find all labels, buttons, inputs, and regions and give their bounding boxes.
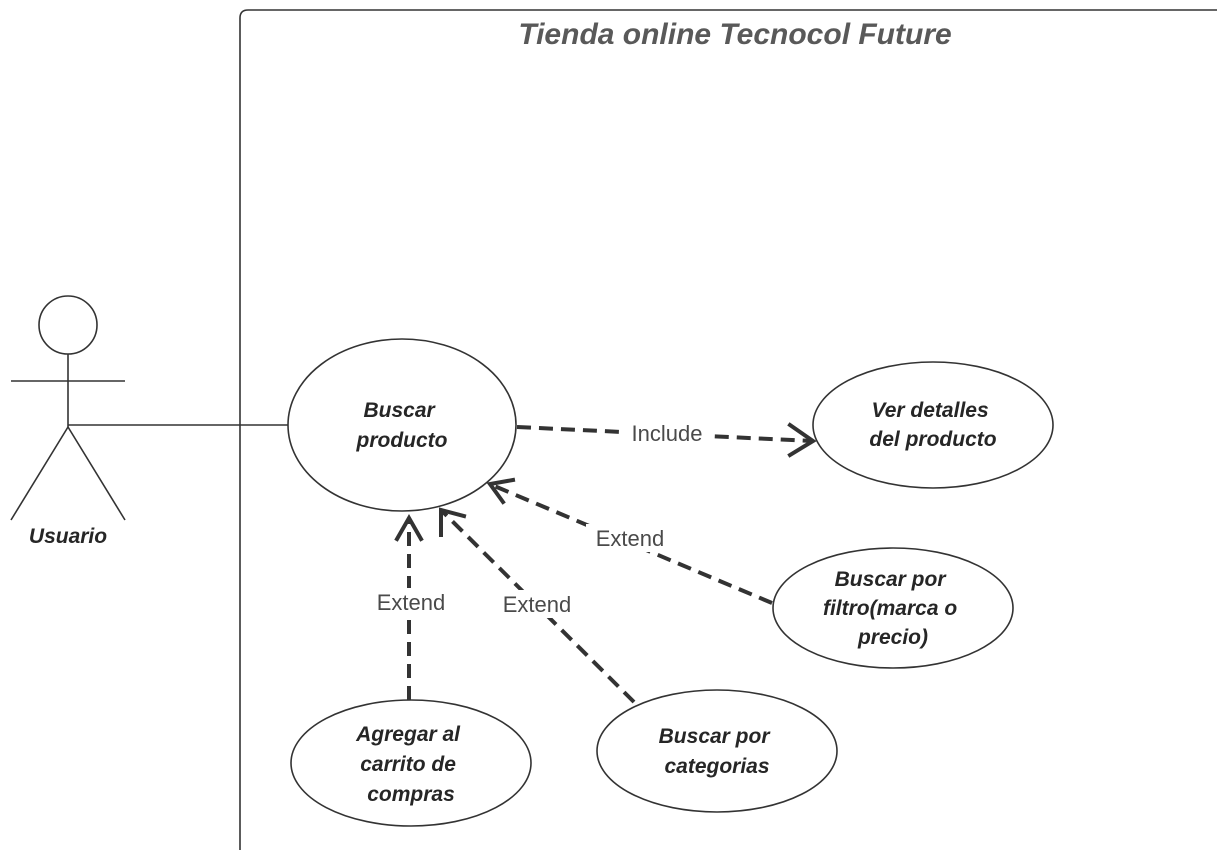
use-case-agregar-carrito-line1: Agregar al — [355, 723, 461, 746]
svg-text:Buscar producto: Buscar producto — [356, 399, 448, 452]
extend-categorias-label: Extend — [503, 592, 572, 617]
svg-text:Buscar por filtro(marca: Buscar por filtro(marca o precio) — [823, 568, 963, 649]
use-case-buscar-categorias-line1: Buscar por — [659, 725, 772, 748]
actor-left-leg — [10, 426, 69, 521]
use-case-agregar-carrito-line3: compras — [367, 783, 455, 806]
use-case-buscar-producto-line1: Buscar — [363, 399, 436, 422]
use-case-buscar-filtro[interactable]: Buscar por filtro(marca o precio) — [772, 547, 1014, 669]
use-case-buscar-categorias-shape — [596, 689, 838, 813]
use-case-ver-detalles-shape — [812, 361, 1054, 489]
use-case-ver-detalles[interactable]: Ver detalles del producto — [812, 361, 1054, 489]
actor-head — [38, 295, 98, 355]
extend-carrito-arrowhead — [394, 513, 424, 542]
actor-usuario: Usuario — [10, 295, 126, 548]
extend-carrito-label-bg — [367, 588, 455, 616]
extend-filtro-connector — [491, 483, 773, 605]
include-label: Include — [632, 421, 703, 446]
svg-text:Buscar por categorias: Buscar por categorias — [659, 725, 776, 778]
include-arrowhead — [787, 422, 817, 458]
use-case-ver-detalles-line2: del producto — [869, 428, 996, 451]
extend-filtro-label-bg — [586, 524, 674, 552]
actor-label: Usuario — [29, 525, 107, 548]
use-case-ver-detalles-line1: Ver detalles — [872, 399, 989, 422]
use-case-buscar-producto-line2: producto — [356, 429, 448, 452]
extend-filtro-arrowhead — [486, 477, 516, 505]
use-case-buscar-categorias[interactable]: Buscar por categorias — [596, 689, 838, 813]
use-case-buscar-filtro-shape — [772, 547, 1014, 669]
svg-text:Ver detalles del product: Ver detalles del producto — [869, 399, 996, 451]
svg-text:Agregar al carrito de: Agregar al carrito de compras — [355, 723, 466, 806]
use-case-buscar-categorias-line2: categorias — [664, 755, 769, 778]
use-case-agregar-carrito-shape — [290, 699, 532, 827]
use-case-agregar-carrito[interactable]: Agregar al carrito de compras — [290, 699, 532, 827]
use-case-agregar-carrito-line2: carrito de — [360, 753, 456, 776]
include-label-bg — [626, 420, 708, 448]
system-boundary — [239, 9, 1217, 850]
include-connector — [516, 425, 813, 443]
use-case-buscar-filtro-line3: precio) — [857, 626, 928, 649]
use-case-buscar-producto[interactable]: Buscar producto — [287, 338, 517, 512]
extend-categorias-label-bg — [493, 590, 581, 618]
extend-carrito-label: Extend — [377, 590, 446, 615]
use-case-buscar-filtro-line2: filtro(marca o — [823, 597, 957, 620]
use-case-buscar-filtro-line1: Buscar por — [835, 568, 948, 591]
system-title: Tienda online Tecnocol Future — [518, 18, 951, 51]
extend-categorias-arrowhead — [439, 507, 467, 537]
use-case-buscar-producto-shape — [287, 338, 517, 512]
extend-filtro-label: Extend — [596, 526, 665, 551]
actor-right-leg — [67, 426, 126, 521]
